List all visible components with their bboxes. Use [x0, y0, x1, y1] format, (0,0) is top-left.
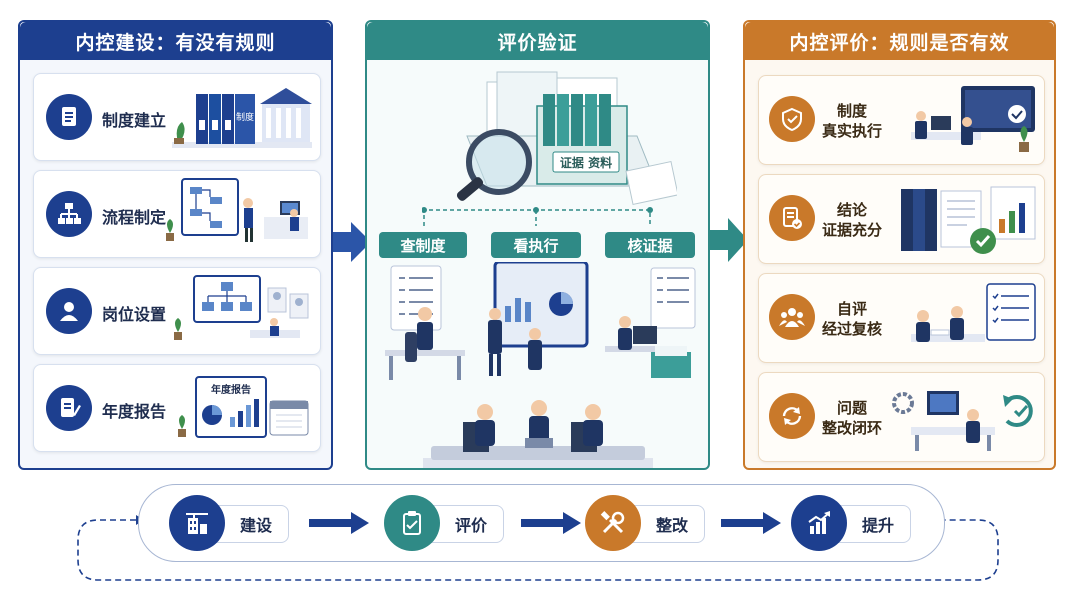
- evaluate-panel: 内控评价：规则是否有效 制度真实执行 结论证据充分: [743, 20, 1056, 470]
- document-check-icon: [769, 195, 815, 241]
- refresh-cycle-icon: [769, 393, 815, 439]
- eval-card-label: 制度真实执行: [821, 102, 882, 140]
- eval-card-label: 自评经过复核: [821, 300, 882, 338]
- verify-panel: 评价验证 证据 资料 查制度 看执行 核证据: [365, 20, 710, 470]
- build-panel: 内控建设：有没有规则 制度建立 制度 流程制定: [18, 20, 333, 470]
- connector-dotted-lines: [422, 207, 653, 226]
- right-arrow-icon: [710, 218, 748, 262]
- growth-chart-icon: [791, 495, 847, 551]
- right-arrow-icon: [333, 222, 371, 262]
- evidence-magnifier-illustration: 证据 资料: [456, 71, 677, 206]
- evidence-box-label: 证据 资料: [560, 155, 612, 170]
- right-arrow-icon: [521, 512, 581, 534]
- review-meeting-illustration: [911, 283, 1036, 342]
- card-label: 流程制定: [102, 208, 167, 227]
- card-post-setting: 岗位设置: [33, 267, 321, 355]
- cycle-step-label: 评价: [454, 516, 487, 535]
- card-system-establish: 制度建立 制度: [33, 73, 321, 161]
- org-structure-illustration: [174, 275, 309, 340]
- card-process-define: 流程制定: [33, 170, 321, 258]
- cycle-step-label: 整改: [655, 516, 688, 535]
- evaluate-panel-title: 内控评价：规则是否有效: [745, 22, 1054, 60]
- eval-card-label: 问题整改闭环: [821, 399, 882, 437]
- building-crane-icon: [169, 495, 225, 551]
- documents-chart-illustration: [901, 186, 1036, 254]
- eval-card-review: 自评经过复核: [758, 273, 1045, 363]
- card-label: 岗位设置: [102, 305, 167, 324]
- cycle-step-label: 提升: [861, 516, 894, 535]
- card-label: 制度建立: [102, 111, 167, 130]
- card-label: 年度报告: [102, 402, 167, 421]
- eval-card-label: 结论证据充分: [821, 201, 882, 239]
- check-tag-execution: 看执行: [491, 232, 581, 258]
- shield-check-icon: [769, 96, 815, 142]
- eval-card-evidence: 结论证据充分: [758, 174, 1045, 264]
- check-tag-evidence: 核证据: [605, 232, 695, 258]
- audit-team-illustration: [385, 262, 696, 468]
- document-icon: [46, 94, 92, 140]
- clipboard-check-icon: [384, 495, 440, 551]
- report-calendar-illustration: 年度报告: [178, 376, 309, 438]
- team-icon: [769, 294, 815, 340]
- right-arrow-icon: [721, 512, 781, 534]
- rectification-illustration: [892, 391, 1033, 451]
- binders-building-illustration: 制度: [172, 88, 312, 148]
- build-panel-title: 内控建设：有没有规则: [20, 22, 331, 60]
- eval-card-rectification: 问题整改闭环: [758, 372, 1045, 462]
- eval-card-execution: 制度真实执行: [758, 75, 1045, 165]
- binder-label: 制度: [236, 111, 254, 123]
- person-icon: [46, 288, 92, 334]
- report-title: 年度报告: [211, 383, 251, 396]
- flowchart-board-illustration: [166, 178, 308, 242]
- right-arrow-icon: [309, 512, 369, 534]
- card-annual-report: 年度报告 年度报告: [33, 364, 321, 452]
- wrench-screwdriver-icon: [585, 495, 641, 551]
- improvement-cycle: 建设 评价 整改 提升: [138, 484, 945, 562]
- monitor-office-illustration: [911, 86, 1035, 152]
- check-tag-system: 查制度: [379, 232, 467, 258]
- verify-panel-title: 评价验证: [367, 22, 708, 60]
- cycle-step-label: 建设: [239, 516, 272, 535]
- org-chart-icon: [46, 191, 92, 237]
- report-pen-icon: [46, 385, 92, 431]
